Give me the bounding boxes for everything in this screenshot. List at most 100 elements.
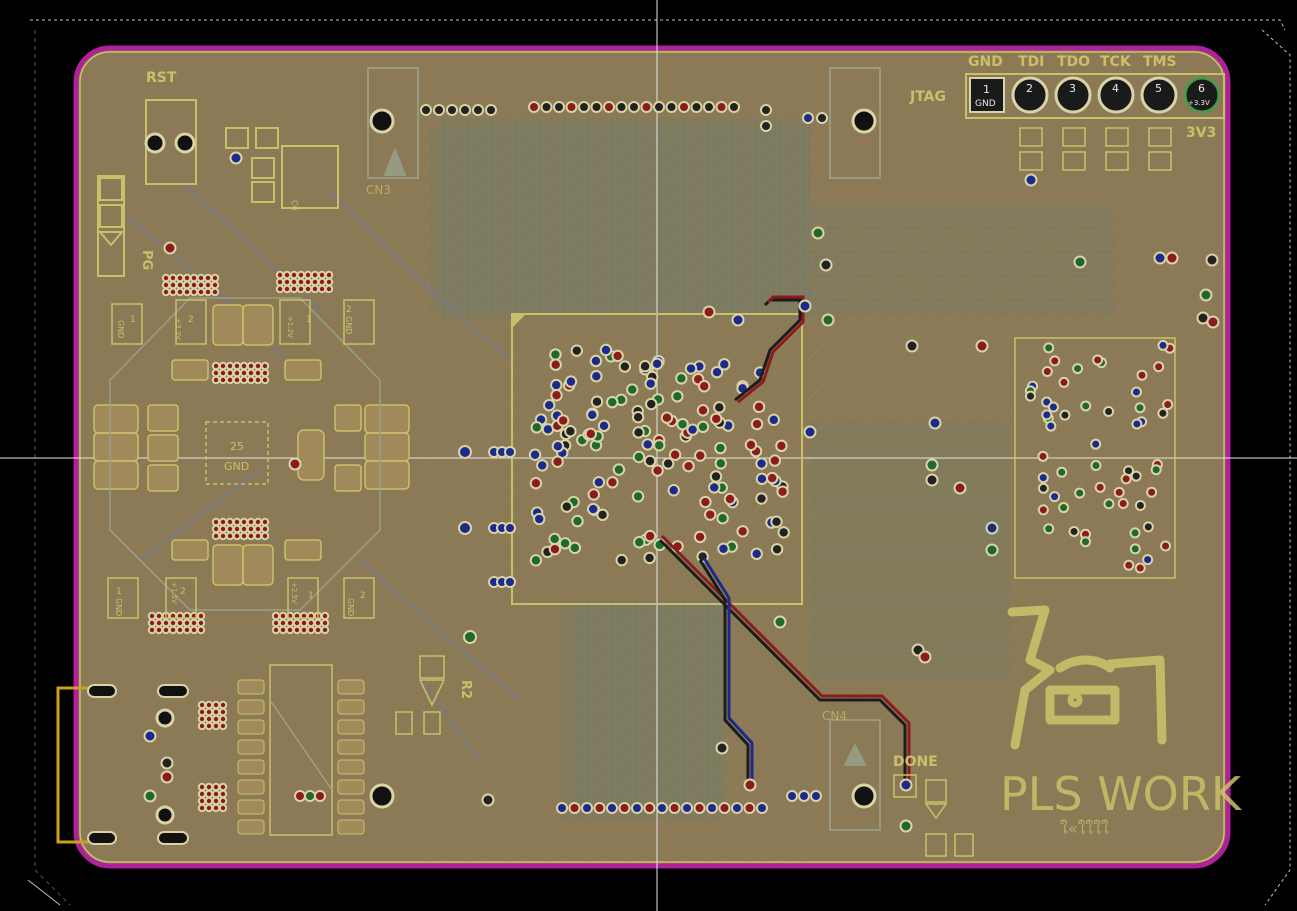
jtag-pin-4[interactable] <box>1097 76 1135 114</box>
via <box>550 378 563 392</box>
jtag-pin-5[interactable] <box>1140 76 1178 114</box>
via <box>803 425 817 439</box>
mounting-holes[interactable] <box>369 108 877 809</box>
cap-c6-label: C6 <box>290 200 299 211</box>
via <box>1129 543 1141 555</box>
via <box>289 270 299 280</box>
via <box>578 101 590 113</box>
via <box>182 287 192 297</box>
via <box>643 802 656 814</box>
via <box>218 721 228 731</box>
via <box>1117 498 1129 510</box>
r2-component <box>395 655 446 735</box>
brand-subtext: ใ«ใใใใ <box>1060 819 1109 838</box>
usb-connector[interactable] <box>56 684 189 845</box>
via <box>278 611 288 621</box>
jtag-label: JTAG <box>909 89 946 105</box>
via <box>317 270 327 280</box>
via <box>571 514 584 528</box>
via <box>504 576 516 588</box>
via <box>549 358 562 371</box>
jtag-pin-6[interactable] <box>1183 76 1221 114</box>
via <box>618 360 632 373</box>
via <box>154 625 164 635</box>
via <box>710 412 723 425</box>
via <box>1092 354 1104 366</box>
via <box>665 101 678 113</box>
via <box>628 101 640 113</box>
reg-tr-name: GND <box>344 316 353 334</box>
via <box>472 104 484 116</box>
via <box>232 368 242 378</box>
via <box>667 484 680 497</box>
via <box>204 714 214 724</box>
via <box>324 284 334 294</box>
via <box>1129 527 1141 539</box>
via <box>458 445 472 459</box>
via <box>218 714 228 724</box>
via <box>143 729 157 743</box>
via <box>632 450 646 464</box>
via <box>204 782 214 792</box>
via <box>615 101 628 113</box>
via <box>204 721 214 731</box>
via <box>798 790 810 802</box>
via <box>750 417 764 431</box>
jtag-pin-1[interactable] <box>969 77 1005 113</box>
via <box>744 438 758 452</box>
via <box>189 618 199 628</box>
via <box>225 531 235 541</box>
via <box>218 524 228 534</box>
r2-label: R2 <box>458 680 473 699</box>
via <box>1123 559 1135 571</box>
via <box>606 802 618 814</box>
via <box>246 517 256 527</box>
via <box>1041 409 1053 421</box>
jtag-sig-tck: TCK <box>1100 54 1132 70</box>
via <box>197 796 207 806</box>
via <box>225 517 235 527</box>
via <box>736 525 749 538</box>
via <box>282 270 292 280</box>
fpga-outline <box>511 313 803 605</box>
via <box>532 512 546 526</box>
via <box>225 375 235 385</box>
via <box>703 101 715 113</box>
via <box>260 517 270 527</box>
via <box>239 517 249 527</box>
via <box>420 104 432 116</box>
via <box>197 707 207 717</box>
via <box>1058 502 1070 514</box>
regulator-ic-top-right <box>279 299 375 345</box>
via <box>160 756 174 770</box>
via <box>686 423 699 436</box>
via <box>304 790 316 802</box>
via <box>299 625 309 635</box>
via <box>985 543 999 557</box>
jtag-pin3-num: 3 <box>1069 82 1076 95</box>
top-header-pins <box>420 101 828 132</box>
via <box>684 362 698 375</box>
via <box>1072 363 1084 375</box>
via <box>1043 523 1055 535</box>
via <box>204 789 214 799</box>
via <box>182 273 192 283</box>
via <box>767 413 780 427</box>
via <box>433 104 445 116</box>
via <box>618 802 631 814</box>
jtag-pin-2[interactable] <box>1011 76 1049 114</box>
via <box>303 270 313 280</box>
via <box>798 299 812 313</box>
pmic-gnd-label: GND <box>224 460 249 473</box>
rst-button[interactable] <box>144 99 197 185</box>
via <box>211 368 221 378</box>
via <box>643 551 656 565</box>
via <box>303 277 313 287</box>
jtag-pin-3[interactable] <box>1054 76 1092 114</box>
via <box>589 354 603 368</box>
jtag-header[interactable] <box>965 73 1225 119</box>
via <box>699 495 712 509</box>
via <box>540 101 553 113</box>
via <box>770 515 783 528</box>
